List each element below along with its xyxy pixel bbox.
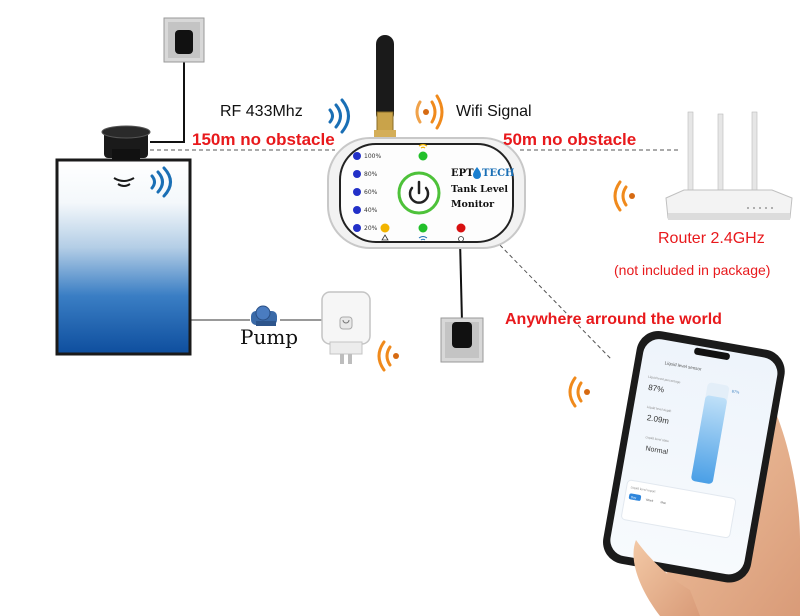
led-label-20: 20%	[364, 225, 378, 232]
gauge-fill	[691, 395, 727, 484]
report-label: Liquid level report	[630, 485, 656, 493]
led-80	[353, 170, 361, 178]
water-drop-icon	[473, 167, 481, 179]
tab-day[interactable]	[628, 493, 642, 501]
monitor-power-cable	[459, 239, 463, 323]
led-green-top	[418, 151, 428, 161]
app-title: Liquid level sensor	[664, 360, 702, 371]
device-name-line2: Monitor	[451, 199, 495, 210]
tank-level-monitor: 100% 80% 60% 40% 20% EPT TECH Tank Level…	[327, 137, 526, 249]
led-label-100: 100%	[364, 153, 381, 160]
led-yellow	[380, 223, 390, 233]
rf-signal-icon	[328, 98, 350, 134]
led-40	[353, 206, 361, 214]
smart-plug	[321, 291, 371, 364]
led-label-80: 80%	[364, 171, 378, 178]
antenna	[374, 35, 396, 140]
led-label-40: 40%	[364, 207, 378, 214]
state-label: Liquid level state	[645, 435, 669, 443]
tab-week-label[interactable]: Week	[645, 498, 654, 503]
rf-label: RF 433Mhz	[220, 103, 303, 120]
pump	[251, 305, 277, 326]
pump-label: Pump	[240, 325, 299, 349]
tab-mon-label[interactable]: Mon	[660, 500, 667, 505]
tab-day-label: Day	[631, 495, 637, 500]
router	[665, 111, 793, 220]
depth-label: Liquid level depth	[646, 405, 671, 413]
level-label: Liquid level percentage	[648, 375, 681, 385]
wifi-signal-icon	[415, 94, 444, 130]
connection-lines	[150, 62, 680, 361]
led-label-60: 60%	[364, 189, 378, 196]
power-small-icon	[458, 236, 464, 242]
router-note: (not included in package)	[614, 262, 771, 278]
wifi-range-label: 50m no obstacle	[503, 130, 637, 149]
warning-icon	[381, 234, 389, 241]
world-dashed-line	[494, 239, 613, 361]
plug-signal-icon	[377, 340, 399, 372]
gauge-label: 87%	[731, 389, 740, 394]
tank-power-cable	[150, 62, 185, 143]
power-icon	[408, 186, 430, 204]
led-60	[353, 188, 361, 196]
tank-signal-icon	[113, 177, 135, 187]
brand-right: TECH	[482, 168, 514, 179]
led-wifi-top-icon	[418, 143, 428, 149]
led-green-bottom	[418, 223, 428, 233]
depth-value: 2.09m	[646, 413, 670, 426]
led-20	[353, 224, 361, 232]
anywhere-label: Anywhere arround the world	[505, 311, 722, 328]
tank-wifi-icon	[150, 166, 172, 198]
wifi-small-icon	[418, 236, 428, 241]
level-value: 87%	[647, 383, 664, 395]
router-label: Router 2.4GHz	[658, 230, 765, 247]
wall-socket-top	[163, 17, 205, 63]
wifi-label: Wifi Signal	[456, 103, 532, 120]
phone-signal-icon	[568, 376, 590, 408]
led-100	[353, 152, 361, 160]
wall-socket-bottom	[440, 317, 484, 363]
hand-holding-phone: Liquid level sensor Liquid level percent…	[603, 331, 800, 616]
brand-left: EPT	[451, 168, 474, 179]
device-name-line1: Tank Level	[451, 184, 508, 195]
state-value: Normal	[645, 445, 669, 456]
led-red	[456, 223, 466, 233]
router-signal-icon	[613, 180, 635, 212]
rf-range-label: 150m no obstacle	[192, 130, 335, 149]
tank-sensor	[101, 125, 151, 160]
